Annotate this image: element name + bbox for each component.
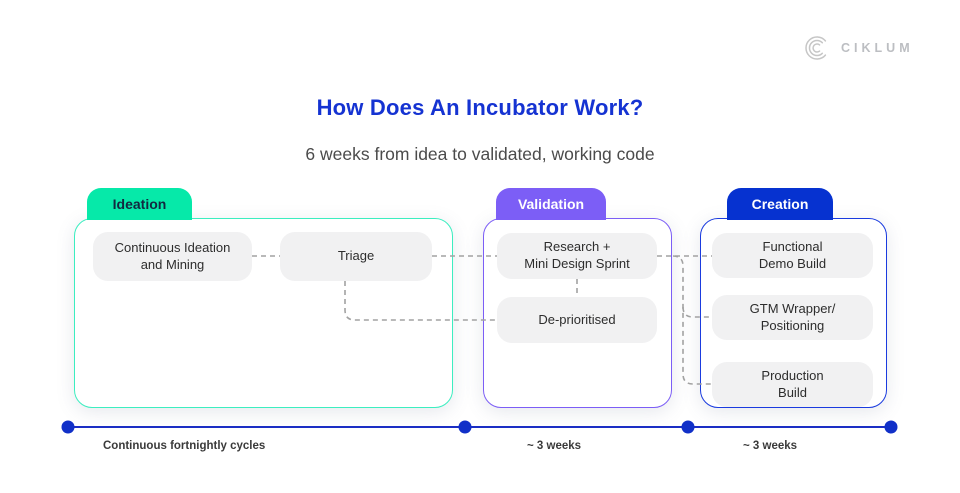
step-continuous-ideation-and-mining: Continuous Ideation and Mining bbox=[93, 232, 252, 281]
step-line: Mini Design Sprint bbox=[524, 256, 630, 271]
tab-ideation-label: Ideation bbox=[112, 196, 167, 212]
step-functional-demo-build: Functional Demo Build bbox=[712, 233, 873, 278]
tab-validation-label: Validation bbox=[517, 196, 585, 212]
step-line: Demo Build bbox=[758, 255, 827, 271]
step-line: Positioning bbox=[760, 317, 825, 333]
tab-ideation: Ideation bbox=[87, 188, 192, 220]
ciklum-arcs-icon bbox=[805, 36, 827, 60]
timeline-dot bbox=[884, 420, 898, 434]
step-research-mini-design-sprint: Research + Mini Design Sprint bbox=[497, 233, 657, 279]
step-gtm-wrapper-positioning: GTM Wrapper/ Positioning bbox=[712, 295, 873, 340]
timeline-dot bbox=[458, 420, 472, 434]
step-line: De-prioritised bbox=[538, 311, 616, 327]
step-triage: Triage bbox=[280, 232, 432, 281]
step-line: Functional bbox=[762, 238, 823, 254]
brand-name: CIKLUM bbox=[841, 41, 914, 55]
tab-creation: Creation bbox=[727, 188, 833, 220]
timeline-label-3-weeks-creation: ~ 3 weeks bbox=[743, 440, 798, 452]
tab-creation-label: Creation bbox=[751, 196, 809, 212]
step-line: Production bbox=[761, 367, 824, 383]
page-subtitle: 6 weeks from idea to validated, working … bbox=[305, 144, 655, 164]
step-line: Research + bbox=[543, 239, 611, 255]
step-de-prioritised: De-prioritised bbox=[497, 297, 657, 343]
timeline-label-fortnightly-cycles: Continuous fortnightly cycles bbox=[103, 440, 266, 452]
step-line: Triage bbox=[337, 248, 375, 264]
step-line: Build bbox=[778, 384, 807, 400]
step-production-build: Production Build bbox=[712, 362, 873, 407]
step-line: GTM Wrapper/ bbox=[749, 300, 836, 316]
step-line: and Mining bbox=[140, 256, 205, 272]
timeline-label-3-weeks-validation: ~ 3 weeks bbox=[527, 440, 582, 452]
tab-validation: Validation bbox=[496, 188, 606, 220]
timeline-dot bbox=[681, 420, 695, 434]
ciklum-logo: CIKLUM bbox=[802, 33, 914, 63]
page-title: How Does An Incubator Work? bbox=[316, 95, 644, 120]
timeline-dot bbox=[61, 420, 75, 434]
step-line: Continuous Ideation bbox=[114, 239, 231, 255]
